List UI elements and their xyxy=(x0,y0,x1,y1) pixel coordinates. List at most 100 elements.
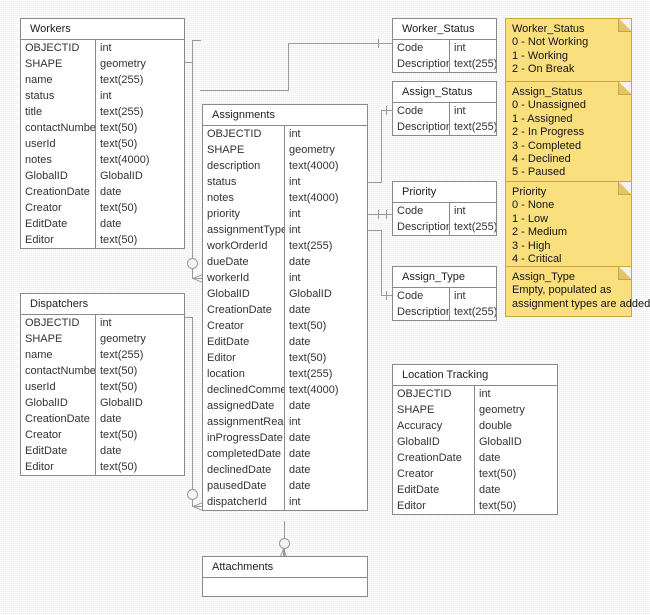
entity-title-assign-status: Assign_Status xyxy=(393,82,496,103)
entity-attachments[interactable]: Attachments xyxy=(202,556,368,597)
field-type: text(50) xyxy=(479,468,517,480)
field-type: text(50) xyxy=(100,234,138,246)
field-type: text(255) xyxy=(289,240,333,252)
connector-workers-objectid-v xyxy=(200,40,201,41)
connector-attachments-v xyxy=(284,521,285,540)
cardinality-one-priority-a xyxy=(378,210,379,219)
field-type: int xyxy=(289,272,301,284)
field-name: OBJECTID xyxy=(393,386,475,402)
field-type: date xyxy=(289,464,311,476)
cardinality-one-worker-status xyxy=(378,39,379,48)
field-name: notes xyxy=(21,152,96,168)
field-name: OBJECTID xyxy=(203,126,285,142)
field-type: text(255) xyxy=(100,106,144,118)
field-type: text(4000) xyxy=(289,384,339,396)
field-name: inProgressDate xyxy=(203,430,285,446)
note-line: 2 - In Progress xyxy=(512,126,585,139)
field-name: userId xyxy=(21,136,96,152)
entity-fields-attachments xyxy=(203,578,367,596)
field-type: text(255) xyxy=(454,221,496,233)
connector-workerstatus-stub xyxy=(200,90,289,91)
field-type: text(4000) xyxy=(289,192,339,204)
field-name: status xyxy=(21,88,96,104)
note-title-worker-status: Worker_Status xyxy=(512,23,585,35)
note-title-assign-status: Assign_Status xyxy=(512,86,583,98)
note-line: 1 - Working xyxy=(512,49,569,62)
field-type: geometry xyxy=(289,144,335,156)
field-name: Creator xyxy=(393,466,475,482)
field-type: text(255) xyxy=(100,74,144,86)
field-type: date xyxy=(289,256,311,268)
entity-title-attachments: Attachments xyxy=(203,557,367,578)
field-name: Creator xyxy=(21,427,96,443)
note-line: 3 - High xyxy=(512,239,551,252)
entity-title-dispatchers: Dispatchers xyxy=(21,294,184,315)
field-type: text(50) xyxy=(100,202,138,214)
field-name: declinedComment xyxy=(203,382,285,398)
note-line: 4 - Declined xyxy=(512,153,571,166)
field-type: text(50) xyxy=(289,352,327,364)
field-type: date xyxy=(289,400,311,412)
connector-dispatchers-out xyxy=(185,317,193,318)
field-type: geometry xyxy=(100,333,146,345)
field-name: CreationDate xyxy=(21,184,96,200)
field-name: assignmentType xyxy=(203,222,285,238)
field-type: text(50) xyxy=(100,138,138,150)
field-name: GlobalID xyxy=(393,434,475,450)
field-type: int xyxy=(454,205,466,217)
field-name: contactNumber xyxy=(21,120,96,136)
field-name: Description xyxy=(393,56,450,72)
field-name: GlobalID xyxy=(203,286,285,302)
field-name: SHAPE xyxy=(393,402,475,418)
field-name: Code xyxy=(393,40,450,56)
field-name: location xyxy=(203,366,285,382)
field-type: text(50) xyxy=(100,429,138,441)
connector-assign-status-out xyxy=(368,182,382,183)
field-type: text(50) xyxy=(289,320,327,332)
cardinality-one-assign-status xyxy=(386,106,387,115)
connector-dispatchers-v xyxy=(192,317,193,489)
field-name: dispatcherId xyxy=(203,494,285,510)
field-name: assignmentRead xyxy=(203,414,285,430)
field-name: pausedDate xyxy=(203,478,285,494)
connector-workers-assignments-v xyxy=(192,40,193,258)
field-type: int xyxy=(479,388,491,400)
connector-priority-out xyxy=(368,214,392,215)
field-name: Editor xyxy=(203,350,285,366)
field-type: date xyxy=(289,432,311,444)
